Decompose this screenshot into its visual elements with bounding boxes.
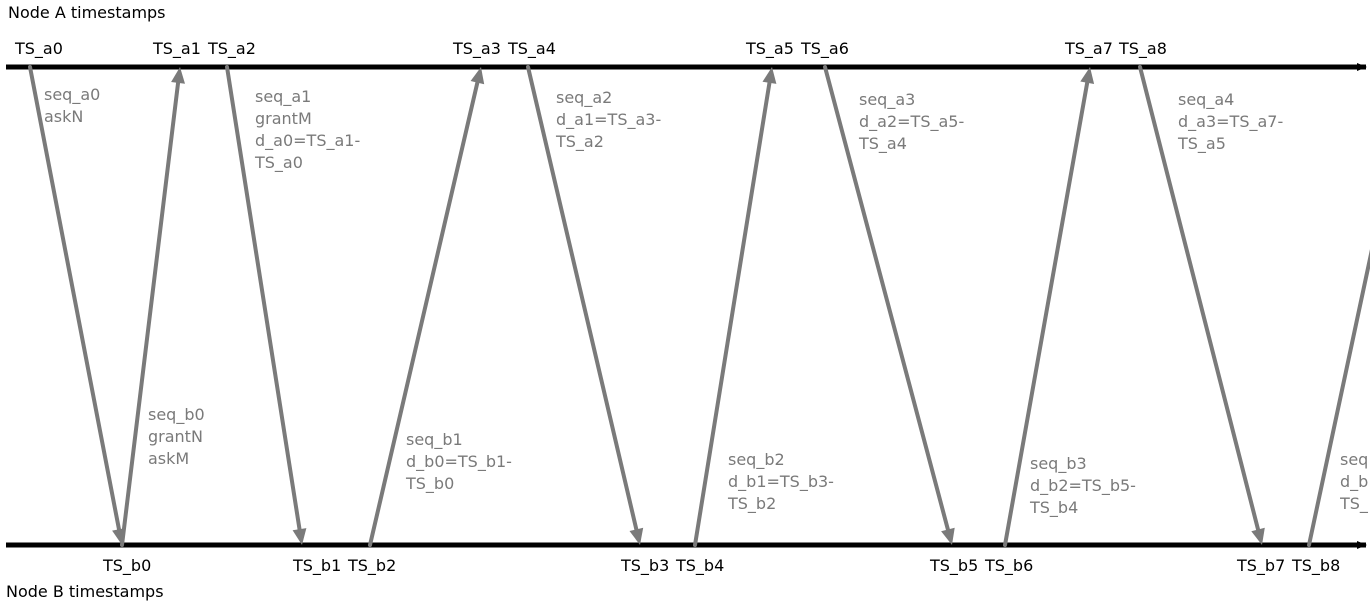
timestamp-b0: TS_b0 [103, 556, 152, 575]
timestamp-b6: TS_b6 [985, 556, 1034, 575]
note-line: TS_b0 [406, 474, 455, 493]
arrowhead [1080, 67, 1095, 84]
note-line: TS_ [1340, 494, 1368, 513]
node-a-label: Node A timestamps [8, 3, 166, 22]
note-line: askM [148, 449, 190, 468]
message-arrow [693, 67, 777, 547]
note-line: d_a0=TS_a1- [255, 131, 361, 150]
timestamp-b3: TS_b3 [621, 556, 670, 575]
note-line: grantN [148, 427, 203, 446]
note-line: grantM [255, 109, 312, 128]
arrowhead [292, 528, 307, 545]
note-line: TS_a4 [859, 134, 907, 153]
message-arrow [28, 65, 126, 545]
message-line [120, 80, 181, 547]
timestamp-a0: TS_a0 [15, 39, 63, 58]
message-line [823, 65, 950, 532]
note-line: seq_a4 [1178, 90, 1235, 109]
message-arrow [225, 65, 307, 545]
message-line [1307, 249, 1370, 547]
note-seq-a2: seq_a2 d_a1=TS_a3- TS_a2 [556, 87, 661, 153]
timestamp-b1: TS_b1 [293, 556, 342, 575]
message-arrow [526, 65, 644, 545]
message-arrow [1138, 65, 1265, 545]
note-line: d_a1=TS_a3- [556, 110, 662, 129]
note-line: seq_a2 [556, 88, 613, 107]
note-line: TS_a0 [255, 153, 303, 172]
timestamp-a4: TS_a4 [508, 39, 556, 58]
note-line: seq_b0 [148, 405, 205, 424]
note-seq-a0: seq_a0 askN [44, 84, 100, 128]
message-line [1138, 65, 1261, 532]
timestamp-b8: TS_b8 [1292, 556, 1341, 575]
timestamp-a7: TS_a7 [1065, 39, 1113, 58]
timestamp-b5: TS_b5 [930, 556, 979, 575]
note-line: d_a2=TS_a5- [859, 112, 965, 131]
note-line: d_b0=TS_b1- [406, 452, 512, 471]
note-line: d_b2=TS_b5- [1030, 476, 1136, 495]
node-b-label: Node B timestamps [6, 582, 164, 601]
message-line [368, 80, 480, 547]
message-arrow [1307, 249, 1370, 547]
note-line: seq_a0 [44, 85, 101, 104]
timestamp-a3: TS_a3 [453, 39, 501, 58]
note-line: seq_b1 [406, 430, 463, 449]
note-line: TS_b2 [728, 494, 777, 513]
message-arrow [368, 67, 485, 547]
note-line: TS_a5 [1178, 134, 1226, 153]
note-seq-a3: seq_a3 d_a2=TS_a5- TS_a4 [859, 89, 964, 155]
timestamp-a6: TS_a6 [801, 39, 849, 58]
note-line: seq_a1 [255, 87, 312, 106]
note-line: d_b1=TS_b3- [728, 472, 834, 491]
note-line: seq_b3 [1030, 454, 1087, 473]
note-seq-b3: seq_b3 d_b2=TS_b5- TS_b4 [1030, 453, 1136, 519]
arrowhead [470, 67, 485, 85]
message-arrow [1003, 67, 1095, 547]
timestamp-a1: TS_a1 [153, 39, 201, 58]
note-line: d_a3=TS_a7- [1178, 112, 1284, 131]
timestamp-a8: TS_a8 [1119, 39, 1167, 58]
note-seq-a4: seq_a4 d_a3=TS_a7- TS_a5 [1178, 89, 1283, 155]
note-line: d_b [1340, 472, 1369, 491]
note-seq-a1: seq_a1 grantM d_a0=TS_a1- TS_a0 [255, 86, 360, 174]
note-line: TS_b4 [1030, 498, 1079, 517]
note-seq-b0: seq_b0 grantN askM [148, 404, 205, 470]
timestamp-b4: TS_b4 [676, 556, 725, 575]
arrowhead [762, 67, 777, 84]
timestamp-a2: TS_a2 [208, 39, 256, 58]
arrowhead [941, 527, 955, 545]
note-seq-b2: seq_b2 d_b1=TS_b3- TS_b2 [728, 449, 834, 515]
message-line [1003, 80, 1090, 547]
message-line [28, 65, 121, 532]
message-arrow [823, 65, 955, 545]
message-arrow [120, 67, 185, 547]
timestamp-b7: TS_b7 [1237, 556, 1286, 575]
arrowhead [171, 67, 185, 84]
note-line: seq_b2 [728, 450, 785, 469]
note-line: askN [44, 107, 84, 126]
message-line [225, 65, 302, 532]
note-line: seq [1340, 450, 1369, 469]
timestamp-a5: TS_a5 [746, 39, 794, 58]
timestamp-b2: TS_b2 [348, 556, 397, 575]
message-line [526, 65, 639, 532]
arrowhead [1251, 527, 1265, 545]
message-line [693, 80, 772, 547]
arrowhead [629, 527, 644, 545]
note-seq-b4-partial: seq d_b TS_ [1340, 449, 1370, 515]
note-line: seq_a3 [859, 90, 916, 109]
note-seq-b1: seq_b1 d_b0=TS_b1- TS_b0 [406, 429, 512, 495]
note-line: TS_a2 [556, 132, 604, 151]
